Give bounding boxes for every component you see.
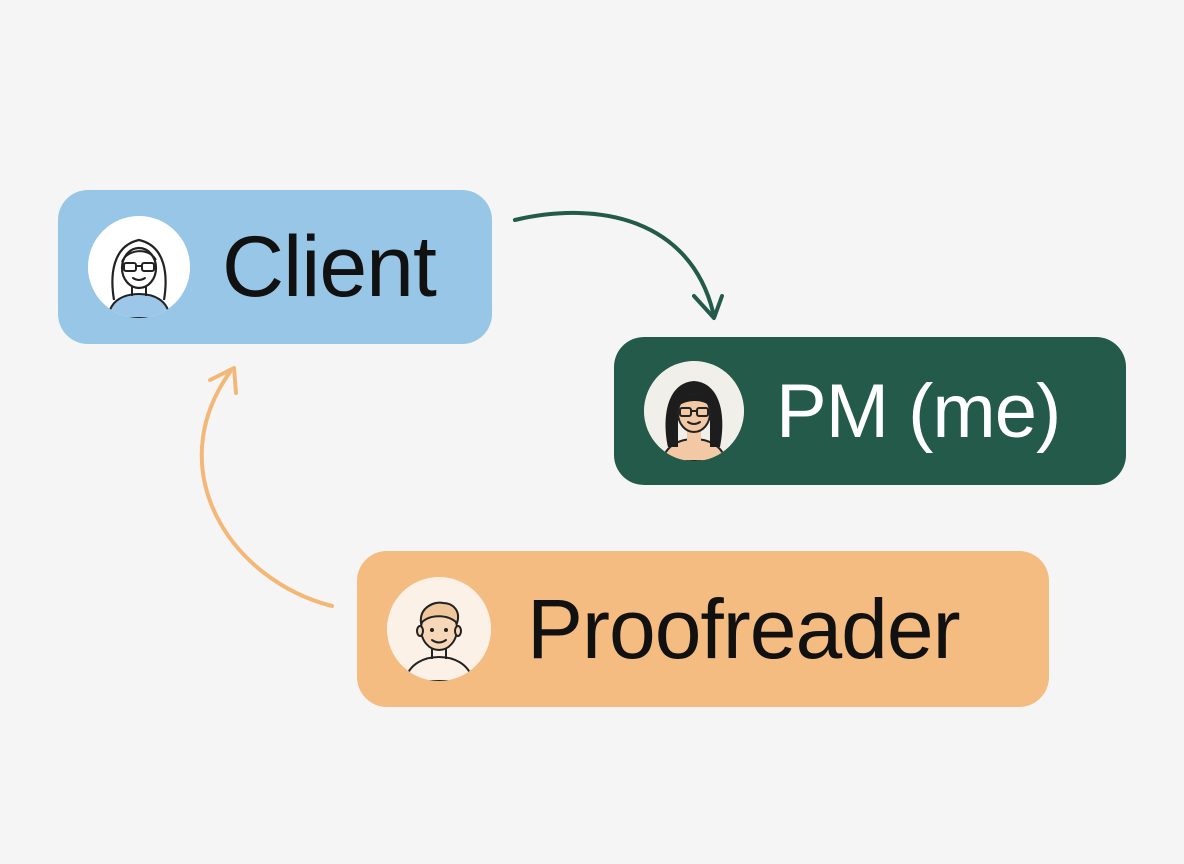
- man-icon: [387, 577, 491, 681]
- arrow-head-client-to-pm: [692, 294, 724, 320]
- woman-glasses-icon: [88, 216, 190, 318]
- node-pm: PM (me): [614, 337, 1126, 485]
- node-pm-label: PM (me): [776, 368, 1061, 454]
- node-proofreader-label: Proofreader: [527, 581, 961, 676]
- node-proofreader: Proofreader: [357, 551, 1049, 707]
- node-client-label: Client: [222, 218, 437, 315]
- node-client: Client: [58, 190, 492, 344]
- arrow-client-to-pm: [513, 210, 715, 314]
- arrow-head-proofreader-to-client: [208, 366, 238, 395]
- woman-glasses-dark-hair-icon: [644, 361, 744, 461]
- arrow-proofreader-to-client: [199, 370, 334, 608]
